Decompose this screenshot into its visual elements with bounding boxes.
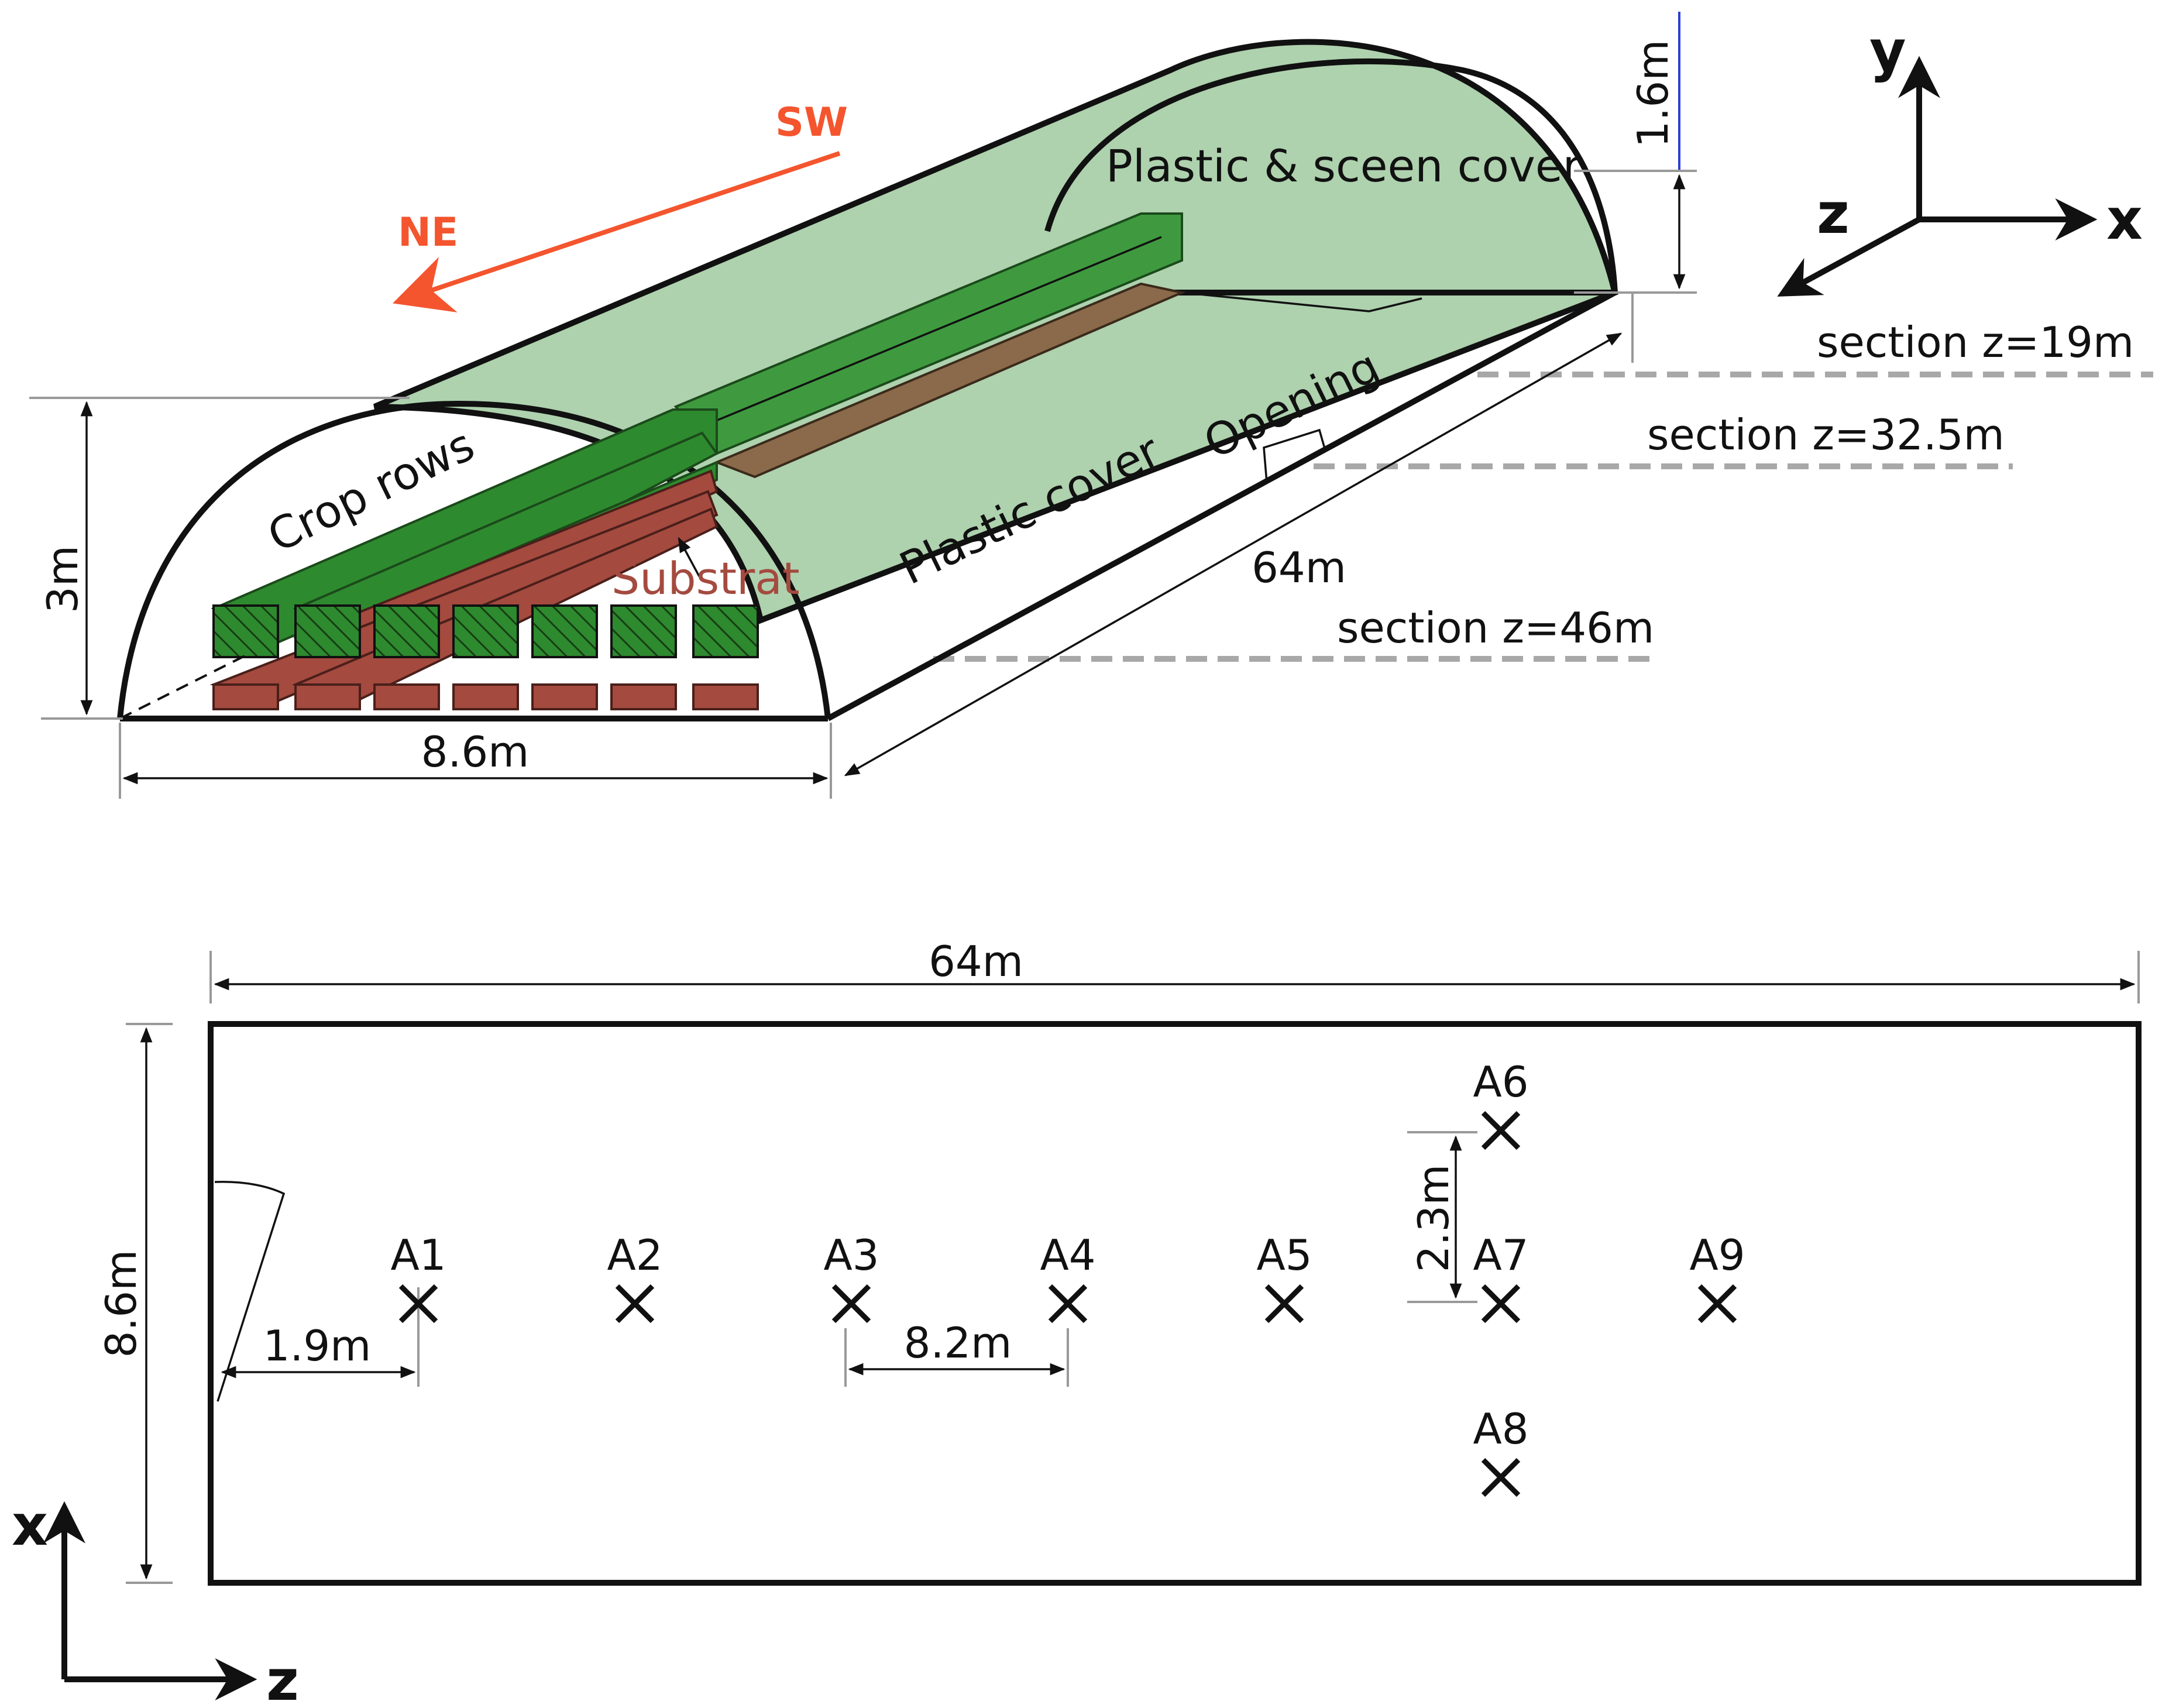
axis-z-3d: z — [1817, 181, 1850, 246]
axis-triad-plan: x z — [12, 1493, 299, 1708]
point-label: A9 — [1689, 1231, 1745, 1280]
point-label: A4 — [1040, 1231, 1095, 1280]
point-a5: A5 — [1256, 1231, 1312, 1324]
point-cross — [1481, 1458, 1521, 1497]
dim-width-label: 8.6m — [421, 727, 530, 776]
section-label-z32: section z=32.5m — [1647, 410, 2005, 459]
point-label: A6 — [1473, 1057, 1528, 1106]
axis-z-plan: z — [266, 1648, 299, 1708]
wind-arrow — [393, 151, 841, 312]
wind-to-label: NE — [398, 209, 458, 256]
point-cross — [615, 1284, 655, 1324]
plan-spacing-first-label: 1.9m — [263, 1321, 372, 1370]
plan-spacing-row-label: 8.2m — [904, 1318, 1012, 1367]
point-cross — [398, 1284, 438, 1324]
point-a2: A2 — [607, 1231, 663, 1324]
point-a4: A4 — [1040, 1231, 1096, 1324]
wind-from-label: SW — [775, 99, 848, 146]
back-opening — [1181, 291, 1422, 312]
substrat-pointer — [678, 537, 700, 577]
axis-triad-3d: y x z — [1777, 18, 2143, 297]
section-label-z19: section z=19m — [1817, 318, 2134, 367]
substrat-label: Substrat — [611, 552, 800, 604]
plan-length-label: 64m — [929, 937, 1023, 986]
greenhouse-3d: 3m 8.6m 64m 1.6m Crop rows Substrat Plas… — [29, 12, 2153, 799]
plan-spacing-lat-label: 2.3m — [1409, 1164, 1458, 1273]
point-a1: A1 — [390, 1231, 446, 1324]
plan-door — [214, 1180, 286, 1402]
plan-width-label: 8.6m — [97, 1250, 146, 1358]
crop-boxes-front — [212, 604, 759, 658]
plastic-screen-cover-label: Plastic & sceen cover — [1106, 140, 1582, 192]
point-cross — [831, 1284, 871, 1324]
point-a8: A8 — [1473, 1404, 1529, 1497]
point-cross — [1481, 1284, 1521, 1324]
front-arch — [117, 400, 831, 719]
dim-length-arrow — [844, 332, 1623, 776]
dim-top-label: 1.6m — [1628, 40, 1678, 148]
point-label: A3 — [823, 1231, 879, 1280]
point-label: A5 — [1256, 1231, 1312, 1280]
point-a3: A3 — [823, 1231, 879, 1324]
point-cross — [1264, 1284, 1304, 1324]
dim-length-label: 64m — [1252, 543, 1346, 592]
point-label: A8 — [1473, 1404, 1528, 1453]
plan-view: 64m 8.6m 1.9m 8.2m 2.3m A1 A2 A3 A4 A5 A6A7A8… — [12, 937, 2142, 1708]
point-cross — [1481, 1111, 1521, 1150]
axis-x-3d: x — [2106, 187, 2143, 252]
point-label: A1 — [390, 1231, 446, 1280]
point-label: A7 — [1473, 1231, 1528, 1280]
substrat-boxes-front — [212, 683, 759, 710]
plan-outline — [208, 1021, 2142, 1586]
point-cross — [1697, 1284, 1737, 1324]
front-base-hidden — [119, 651, 252, 720]
point-cross — [1048, 1284, 1088, 1324]
section-label-z46: section z=46m — [1337, 603, 1654, 652]
point-label: A2 — [607, 1231, 662, 1280]
point-a9: A9 — [1689, 1231, 1745, 1324]
point-a7: A7 — [1473, 1231, 1529, 1324]
point-a6: A6 — [1473, 1057, 1529, 1150]
dim-height-label: 3m — [38, 545, 87, 613]
axis-x-plan: x — [12, 1493, 48, 1558]
back-arch — [1044, 58, 1618, 293]
axis-y-3d: y — [1869, 18, 1906, 84]
